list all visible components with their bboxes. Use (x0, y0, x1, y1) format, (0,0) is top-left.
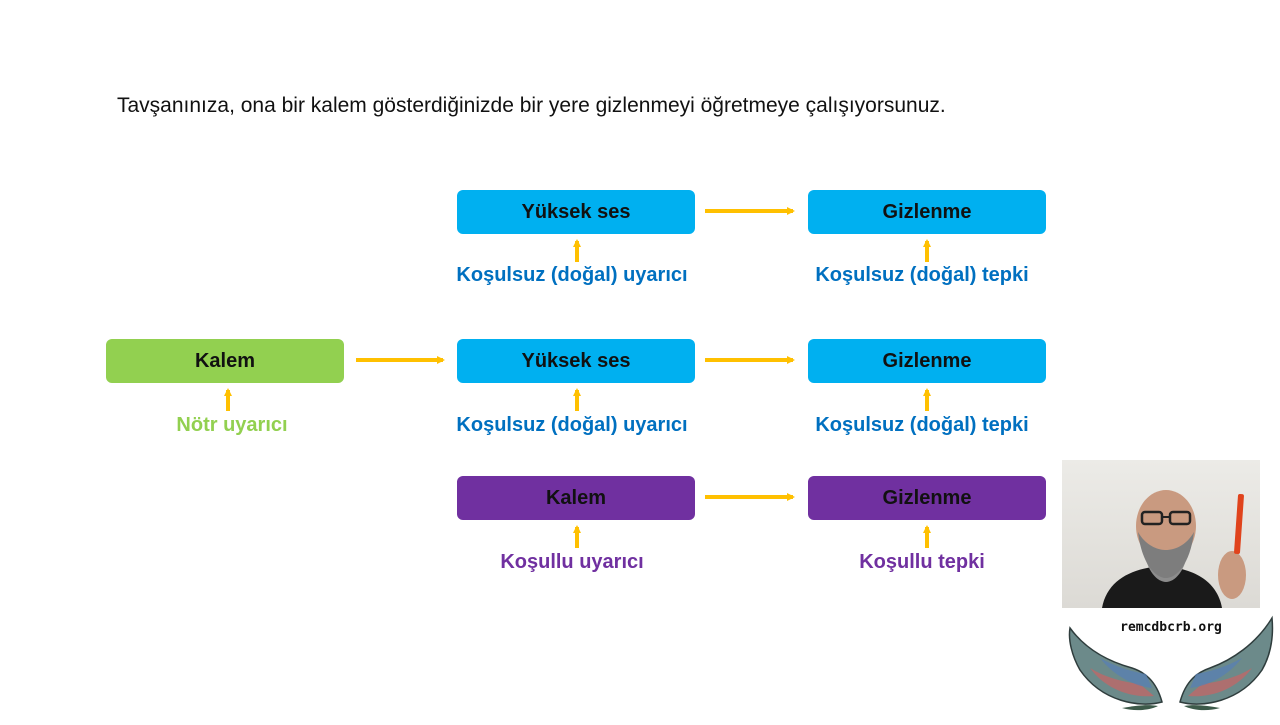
row1-stimulus-label: Koşulsuz (doğal) uyarıcı (456, 264, 688, 286)
row3-stimulus-box: Kalem (457, 476, 695, 520)
row2-response-label: Koşulsuz (doğal) tepki (815, 414, 1029, 436)
row2-stimulus-label: Koşulsuz (doğal) uyarıcı (456, 414, 688, 436)
row2-neutral-box: Kalem (106, 339, 344, 383)
intro-text: Tavşanınıza, ona bir kalem gösterdiğiniz… (117, 94, 946, 117)
row2-stimulus-box: Yüksek ses (457, 339, 695, 383)
row2-response-box: Gizlenme (808, 339, 1046, 383)
row3-stimulus-label: Koşullu uyarıcı (500, 551, 644, 573)
winged-logo-icon (1068, 615, 1274, 711)
row1-response-label: Koşulsuz (doğal) tepki (815, 264, 1029, 286)
brand-site-text: remcdbcrb.org (1120, 620, 1222, 635)
presenter-video (1062, 460, 1260, 608)
row3-response-label: Koşullu tepki (859, 551, 985, 573)
presenter-video-icon (1102, 490, 1246, 608)
row3-response-box: Gizlenme (808, 476, 1046, 520)
row1-stimulus-box: Yüksek ses (457, 190, 695, 234)
row1-response-box: Gizlenme (808, 190, 1046, 234)
brand-logo: remcdbcrb.org (1062, 610, 1280, 720)
row2-neutral-label: Nötr uyarıcı (176, 414, 288, 436)
